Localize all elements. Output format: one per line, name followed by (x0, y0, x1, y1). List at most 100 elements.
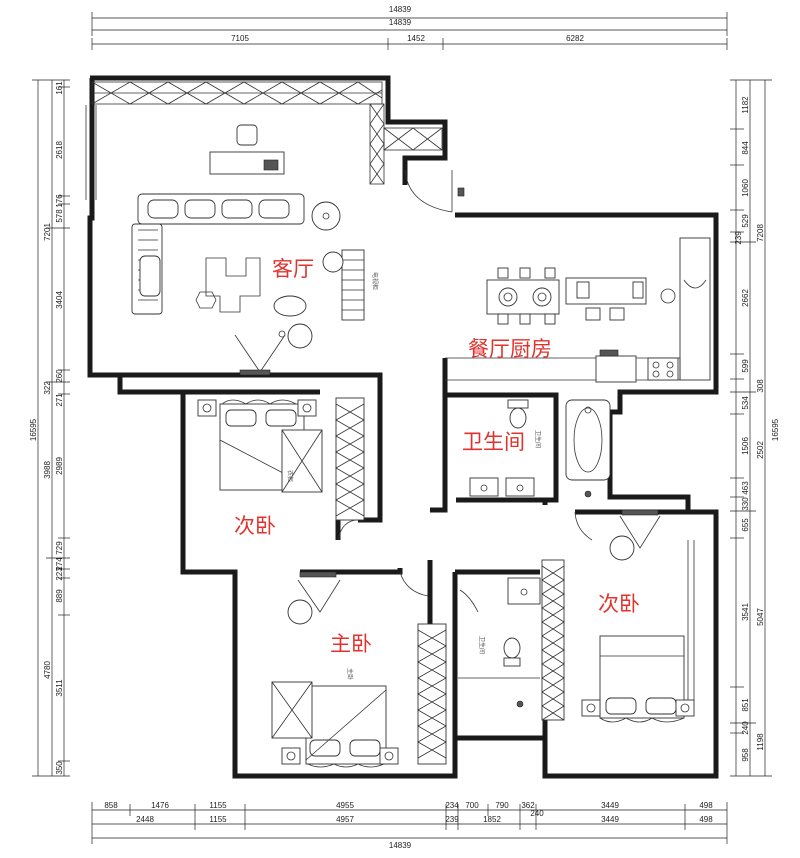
right-bedroom-furniture (541, 509, 695, 723)
right-dim-463: 463 (741, 481, 750, 495)
toilet (507, 399, 529, 409)
right-dim-5047: 5047 (756, 608, 765, 626)
right-dim-1060: 1060 (741, 179, 750, 197)
balcony-window-frame (91, 81, 443, 185)
bottom-dim-234: 234 (445, 801, 459, 810)
ensuite-small-label: 卫生间 (478, 636, 486, 654)
armchair (273, 295, 307, 317)
desk-chair (236, 124, 258, 146)
left-bedroom-furniture: 衣柜 (197, 397, 365, 541)
bottom-dim-1852: 1852 (483, 815, 501, 824)
floor-lamp (311, 201, 341, 231)
bottom-dimensions: 858 1476 1155 4955 234 700 790 362 3449 … (91, 801, 728, 850)
left-dim-322: 322 (43, 381, 52, 395)
right-dim-1198: 1198 (756, 733, 765, 751)
left-wardrobe (335, 397, 365, 521)
top-seg-dim-3: 6282 (566, 34, 584, 43)
bottom-overall-dim: 14839 (389, 841, 412, 850)
room-label-bedroom-left: 次卧 (234, 514, 276, 538)
bottom-dim-1155b: 1155 (209, 815, 227, 824)
right-dim-7208: 7208 (756, 224, 765, 242)
master-small-label: 主卧 (346, 668, 354, 680)
left-dim-7201: 7201 (43, 223, 52, 241)
left-dim-3988: 3988 (43, 461, 52, 479)
right-dim-534: 534 (741, 396, 750, 410)
left-dim-274: 274 (55, 557, 64, 571)
top-seg-dim-2: 1452 (407, 34, 425, 43)
top-seg-dim-1: 7105 (231, 34, 249, 43)
bottom-dim-1155a: 1155 (209, 801, 227, 810)
right-overall-dim: 16595 (771, 418, 780, 441)
bottom-dim-498a: 498 (699, 801, 713, 810)
right-dim-308: 308 (756, 379, 765, 393)
left-dim-260: 260 (55, 369, 64, 383)
right-dimensions: 1182 844 1060 529 239 2662 599 534 1506 … (730, 79, 780, 777)
living-lower-wall (120, 372, 383, 392)
bottom-dim-239: 239 (445, 815, 459, 824)
living-room-furniture: 电视柜 (131, 124, 379, 376)
room-label-master: 主卧 (330, 632, 372, 656)
bathroom-walls (456, 392, 559, 503)
wardrobe-label: 衣柜 (286, 470, 294, 482)
left-dim-3404: 3404 (55, 291, 64, 309)
left-dim-350: 350 (55, 761, 64, 775)
bottom-dim-1476: 1476 (151, 801, 169, 810)
left-dim-4780: 4780 (43, 661, 52, 679)
room-label-living: 客厅 (272, 257, 314, 281)
top-overall-dim-2: 14839 (389, 18, 412, 27)
left-dim-176: 176 (55, 194, 64, 208)
bathroom-fixtures: 卫生间 (469, 399, 611, 498)
right-dim-3541: 3541 (741, 603, 750, 621)
bottom-dim-240: 240 (530, 809, 544, 818)
master-wardrobe (417, 623, 447, 765)
bottom-dim-858: 858 (104, 801, 118, 810)
left-dim-223: 223 (55, 567, 64, 581)
left-dim-2618: 2618 (55, 141, 64, 159)
bathroom-small-label: 卫生间 (534, 430, 542, 448)
right-dim-599: 599 (741, 359, 750, 373)
right-dim-330: 330 (741, 497, 750, 511)
left-dim-2989: 2989 (55, 457, 64, 475)
left-dim-271: 271 (55, 393, 64, 407)
room-label-bathroom: 卫生间 (462, 430, 525, 454)
right-dim-1182: 1182 (741, 96, 750, 114)
hall-wall (335, 392, 383, 540)
left-dim-3511: 3511 (55, 679, 64, 697)
right-wardrobe (541, 559, 565, 721)
coffee-table (205, 257, 261, 313)
room-labels: 客厅 餐厅厨房 卫生间 次卧 次卧 主卧 (234, 257, 640, 656)
bottom-dim-2448: 2448 (136, 815, 154, 824)
right-dim-529: 529 (741, 214, 750, 228)
left-dimensions: 161 2618 176 578 3404 260 271 2989 729 2… (29, 79, 70, 777)
tv-cabinet (341, 249, 365, 321)
bottom-dim-498b: 498 (699, 815, 713, 824)
bath-sink-1 (469, 477, 499, 497)
right-dim-240: 240 (741, 721, 750, 735)
left-overall-dim: 16595 (29, 418, 38, 441)
tv-cabinet-label: 电视柜 (371, 272, 379, 290)
entrance-door (404, 169, 465, 213)
bottom-dim-4957: 4957 (336, 815, 354, 824)
right-dim-2502: 2502 (756, 441, 765, 459)
right-dim-958: 958 (741, 748, 750, 762)
bottom-dim-700: 700 (465, 801, 479, 810)
left-window (85, 105, 97, 200)
right-dim-2662: 2662 (741, 289, 750, 307)
kitchen-counter (679, 237, 711, 381)
room-label-bedroom-right: 次卧 (598, 592, 640, 616)
right-dim-1506: 1506 (741, 437, 750, 455)
top-overall-dim-1: 14839 (389, 5, 412, 14)
ensuite-fixtures: 卫生间 (458, 577, 541, 708)
left-dim-161: 161 (55, 81, 64, 95)
right-dim-851: 851 (741, 698, 750, 712)
ensuite-toilet (503, 637, 521, 659)
bathtub (565, 399, 611, 481)
left-dim-578: 578 (55, 209, 64, 223)
bottom-dim-3449a: 3449 (601, 801, 619, 810)
room-label-dining-kitchen: 餐厅厨房 (468, 337, 552, 361)
bottom-dim-4955: 4955 (336, 801, 354, 810)
stove (647, 357, 679, 381)
dining-kitchen-furniture (445, 237, 711, 383)
master-bedroom-furniture: 主卧 (271, 571, 447, 768)
